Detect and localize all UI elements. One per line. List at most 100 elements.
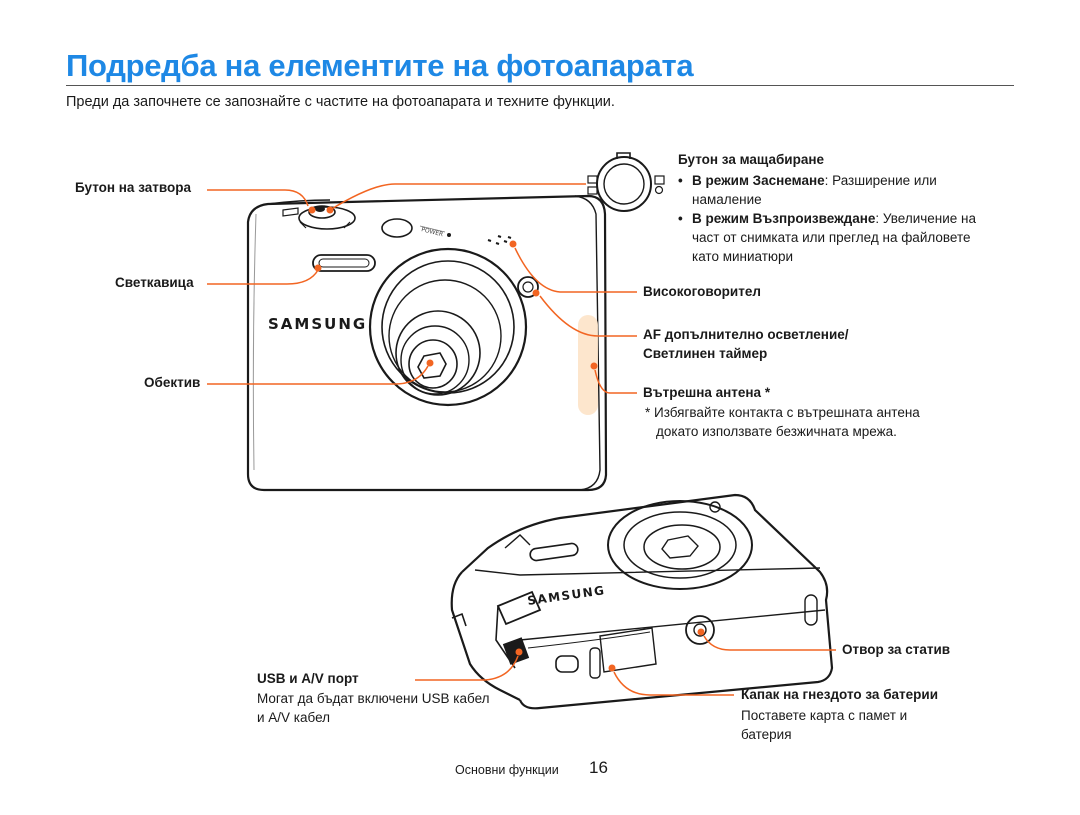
intro-text: Преди да започнете се запознайте с части… — [66, 94, 615, 110]
zoom-bullet-1-colon: : — [824, 173, 829, 188]
antenna-area — [578, 315, 598, 415]
bottom-camera: SAMSUNG — [450, 493, 834, 710]
label-tripod: Отвор за статив — [842, 642, 951, 657]
zoom-bullet-2-text-c: като миниатюри — [692, 249, 794, 264]
zoom-bullet-2-colon: : — [875, 211, 880, 226]
dot-antenna — [590, 362, 598, 370]
usb-note-b: и A/V кабел — [257, 710, 331, 725]
wide-icon-a — [587, 175, 598, 184]
zoom-bullet-2: • В режим Възпроизвеждане: Увеличение на… — [678, 209, 1002, 266]
dot-zoom — [326, 206, 334, 214]
body-shading — [252, 213, 257, 471]
bullet-dot: • — [678, 211, 683, 226]
callout-usb — [415, 655, 519, 681]
zoom-button-detail — [587, 152, 665, 212]
bottom-body-edge — [474, 567, 821, 576]
camera-body — [246, 194, 608, 492]
top-plate — [267, 199, 331, 205]
battery-note-a: Поставете карта с памет и — [741, 708, 908, 723]
lens-barrel-outer — [368, 247, 528, 407]
dot-battery — [608, 664, 616, 672]
callout-dots — [308, 206, 705, 672]
label-antenna: Вътрешна антена * — [643, 385, 771, 400]
lens-barrel-ring2 — [388, 279, 502, 393]
zoom-bullet-2-text-a: Увеличение на — [879, 211, 976, 226]
side-button — [804, 594, 818, 626]
lens-ring-5 — [408, 339, 458, 389]
label-af-line1: AF допълнително осветление/ — [643, 327, 849, 342]
zoom-bullet-2-text-b: част от снимката или преглед на файловет… — [692, 230, 971, 245]
callout-lines — [207, 183, 836, 696]
dot-flash — [314, 264, 322, 272]
camera-brand: SAMSUNG — [268, 315, 367, 333]
callout-af — [539, 295, 637, 337]
footer-section: Основни функции — [455, 763, 559, 777]
power-label-line — [419, 225, 446, 233]
label-usb: USB и A/V порт — [257, 671, 359, 686]
shutter-top — [315, 206, 325, 212]
flash-window — [312, 254, 376, 272]
af-lamp-inner — [522, 281, 534, 293]
callout-speaker — [514, 247, 637, 293]
strap-slot — [555, 655, 579, 673]
label-battery: Капак на гнездото за батерии — [741, 687, 939, 702]
zoom-ring-top — [504, 534, 531, 549]
zoom-ring-marks — [299, 221, 351, 229]
callout-tripod — [703, 635, 836, 651]
battery-note-b: батерия — [741, 727, 792, 742]
tele-icon-a — [654, 175, 665, 185]
bottom-lens-outer — [607, 500, 753, 590]
dot-shutter — [308, 206, 316, 214]
bottom-lens-aperture — [661, 535, 699, 559]
tele-icon-b — [654, 185, 664, 195]
bottom-body-left — [450, 571, 521, 701]
zoom-bullet-1-text-b: намаление — [692, 192, 762, 207]
callout-zoom — [329, 183, 586, 211]
af-lamp-outer — [517, 276, 539, 298]
label-af-line2: Светлинен таймер — [643, 346, 768, 361]
usb-note-a: Могат да бъдат включени USB кабел — [257, 691, 490, 706]
usb-door — [496, 590, 542, 626]
bullet-dot: • — [678, 173, 683, 188]
zoom-lever-tab — [616, 152, 631, 159]
wide-icon-b — [587, 186, 598, 195]
bottom-brand: SAMSUNG — [526, 583, 606, 608]
top-details — [282, 207, 299, 217]
label-shutter: Бутон на затвора — [75, 180, 191, 195]
lens-ring-3 — [395, 310, 481, 396]
zoom-lever-inner — [603, 163, 645, 205]
dot-usb — [515, 648, 523, 656]
callout-antenna — [594, 369, 637, 394]
power-button — [381, 218, 413, 238]
zoom-bullet-2-mode: В режим Възпроизвеждане — [692, 211, 876, 226]
bottom-lens-ring — [623, 511, 737, 579]
strap-lug — [451, 612, 467, 627]
front-camera: SAMSUNG POWER — [246, 194, 608, 492]
tripod-socket-inner — [693, 623, 707, 637]
lens-aperture — [417, 352, 447, 379]
label-flash: Светкавица — [115, 275, 194, 290]
tripod-socket-outer — [685, 615, 715, 645]
bottom-lens-ring2 — [643, 524, 721, 570]
label-lens: Обектив — [144, 375, 201, 390]
label-zoom: Бутон за мащабиране — [678, 152, 825, 167]
title-rule — [66, 85, 1014, 86]
shutter-button — [308, 205, 336, 219]
flash-inner — [318, 258, 370, 268]
page-number: 16 — [589, 758, 608, 777]
bottom-af-lamp — [709, 501, 721, 513]
zoom-bullet-1-mode: В режим Заснемане — [692, 173, 825, 188]
dot-af — [532, 289, 540, 297]
callout-lens — [207, 365, 429, 385]
battery-cover — [599, 627, 657, 673]
camera-power-label: POWER — [421, 226, 444, 238]
bottom-flash — [529, 542, 579, 562]
dot-speaker — [509, 240, 517, 248]
bottom-body-top — [461, 493, 834, 710]
bottom-plate-line2 — [527, 631, 651, 649]
lens-ring-4 — [400, 325, 470, 395]
page-title: Подредба на елементите на фотоапарата — [66, 48, 694, 83]
zoom-bullet-1-text-a: Разширение или — [828, 173, 937, 188]
callout-battery — [613, 671, 734, 696]
antenna-note-b: докато използвате безжичната мрежа. — [656, 424, 897, 439]
